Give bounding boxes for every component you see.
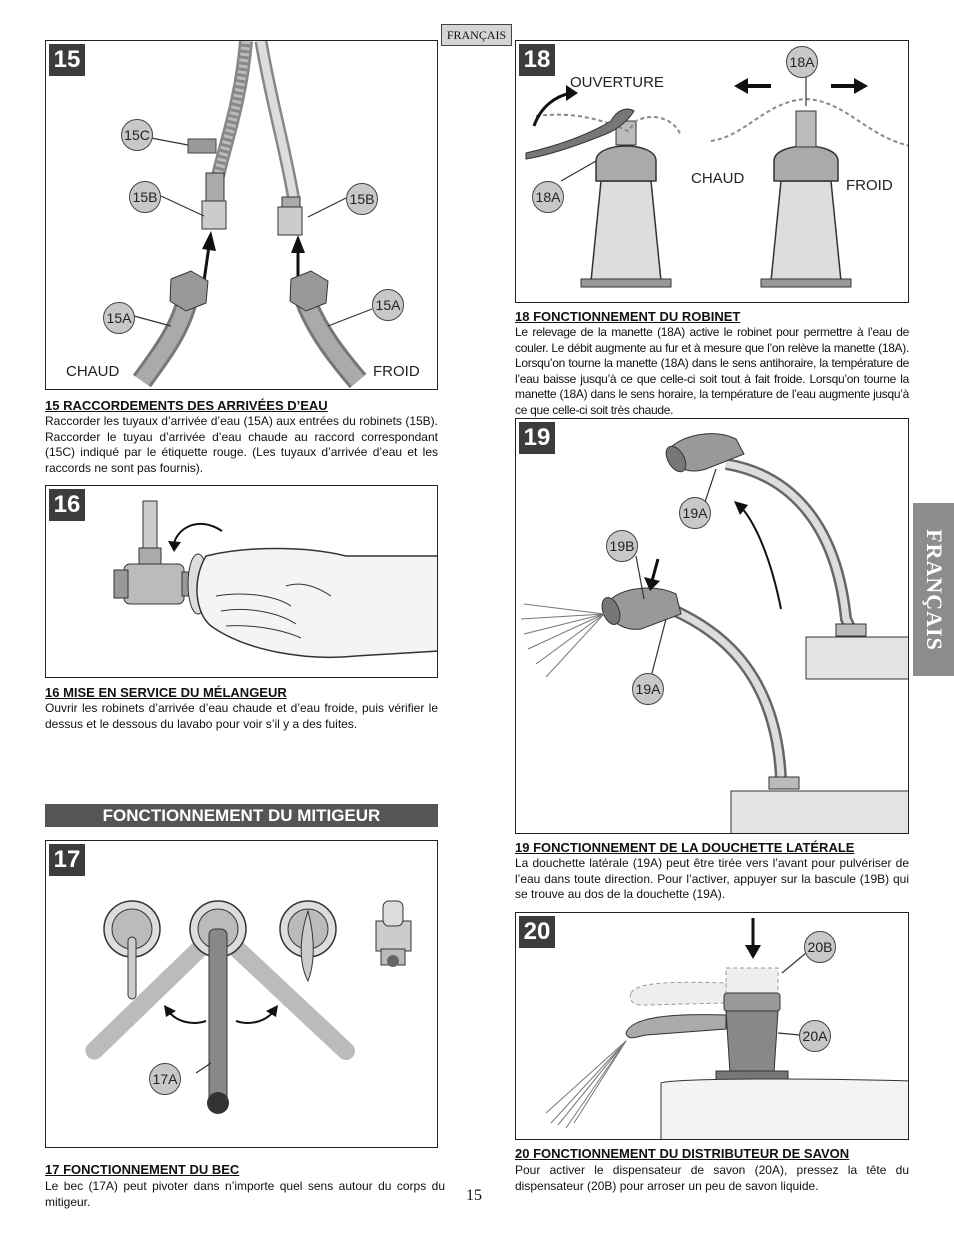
figure-19-caption-text: La douchette latérale (19A) peut être ti… xyxy=(515,856,909,901)
figure-19-number: 19 xyxy=(519,422,555,454)
figure-19-caption-title: 19 FONCTIONNEMENT DE LA DOUCHETTE LATÉRA… xyxy=(515,840,855,855)
figure-17-caption-title: 17 FONCTIONNEMENT DU BEC xyxy=(45,1162,240,1177)
callout-15B-left: 15B xyxy=(129,181,161,213)
figure-15-caption-title: 15 RACCORDEMENTS DES ARRIVÉES D’EAU xyxy=(45,398,328,413)
figure-17: 17 17A xyxy=(45,840,438,1148)
callout-15A-right: 15A xyxy=(372,289,404,321)
callout-19A-top: 19A xyxy=(679,497,711,529)
figure-20-caption-title: 20 FONCTIONNEMENT DU DISTRIBUTEUR DE SAV… xyxy=(515,1146,850,1161)
figure-20-illustration xyxy=(545,918,908,1139)
figure-17-number: 17 xyxy=(49,844,85,876)
figure-16-number: 16 xyxy=(49,489,85,521)
figure-16-caption-title: 16 MISE EN SERVICE DU MÉLANGEUR xyxy=(45,685,287,700)
callout-17A: 17A xyxy=(149,1063,181,1095)
figure-18-caption-title: 18 FONCTIONNEMENT DU ROBINET xyxy=(515,309,741,324)
page-number: 15 xyxy=(466,1187,482,1204)
figure-15-illustration xyxy=(132,41,373,389)
figure-20: 20 20B 20A xyxy=(515,912,909,1140)
figure-18-caption-text: Le relevage de la manette (18A) active l… xyxy=(515,325,909,417)
callout-20B: 20B xyxy=(804,931,836,963)
figure-16-caption-text: Ouvrir les robinets d’arrivée d’eau chau… xyxy=(45,701,438,731)
label-hot: CHAUD xyxy=(691,170,745,187)
figure-15-caption-text: Raccorder les tuyaux d’arrivée d’eau (15… xyxy=(45,414,438,475)
figure-19: 19 19A 19B 19A xyxy=(515,418,909,834)
figure-18: 18 18A 18A OUVERTURE CHAUD FROID xyxy=(515,40,909,303)
callout-18A-left: 18A xyxy=(532,181,564,213)
figure-15-number: 15 xyxy=(49,44,85,76)
side-language-tab-label: FRANÇAIS xyxy=(921,528,947,651)
figure-20-number: 20 xyxy=(519,916,555,948)
figure-16-illustration xyxy=(113,500,437,658)
callout-15C: 15C xyxy=(121,119,153,151)
figure-18-illustration xyxy=(525,76,908,288)
callout-15B-right: 15B xyxy=(346,183,378,215)
callout-19A-bottom: 19A xyxy=(632,673,664,705)
callout-19B: 19B xyxy=(606,530,638,562)
figure-15: 15 15C 15B 15B 15A 15A CHAUD FROID xyxy=(45,40,438,390)
callout-20A: 20A xyxy=(799,1020,831,1052)
figure-17-illustration xyxy=(85,900,412,1114)
figure-19-illustration xyxy=(520,433,908,833)
language-tab: FRANÇAIS xyxy=(441,24,512,46)
side-language-tab: FRANÇAIS xyxy=(913,503,954,676)
label-hot: CHAUD xyxy=(66,363,120,380)
callout-15A-left: 15A xyxy=(103,302,135,334)
section-title: FONCTIONNEMENT DU MITIGEUR xyxy=(45,804,438,827)
figure-17-caption-text: Le bec (17A) peut pivoter dans n’importe… xyxy=(45,1179,445,1209)
figure-16: 16 xyxy=(45,485,438,678)
label-cold: FROID xyxy=(846,177,893,194)
label-cold: FROID xyxy=(373,363,420,380)
figure-18-number: 18 xyxy=(519,44,555,76)
label-open: OUVERTURE xyxy=(570,74,664,91)
figure-20-caption-text: Pour activer le dispensateur de savon (2… xyxy=(515,1163,909,1193)
callout-18A-right: 18A xyxy=(786,46,818,78)
